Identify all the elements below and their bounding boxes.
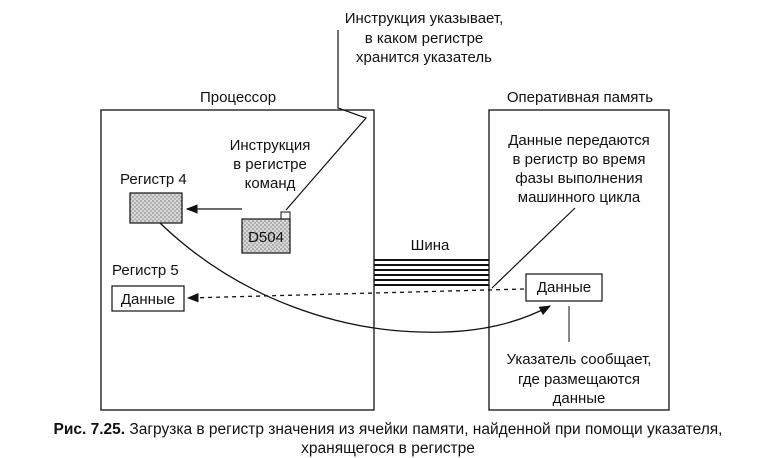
register-4-label: Регистр 4 [120,171,187,188]
memory-note-leader-line [491,207,576,289]
processor-title: Процессор [200,89,276,106]
pointer-note-line-1: Указатель сообщает, [507,351,652,368]
instruction-pointer-leader [285,70,368,211]
bus-lines [374,259,489,286]
instruction-register-box [241,218,291,254]
memory-title: Оперативная память [507,89,653,106]
memory-pointer-diagram: Инструкция указывает, в каком регистре х… [100,10,670,411]
caption-line-2: хранящегося в регистре [301,440,475,457]
data-transfer-dashed-arrow [186,288,525,303]
instruction-code: D504 [248,229,284,246]
memory-note: Данные передаются в регистр во время фаз… [508,132,650,206]
figure-caption: Рис. 7.25. Загрузка в регистр значения и… [0,420,776,458]
memory-note-line-4: машинного цикла [518,189,641,206]
register-4-box [129,192,183,224]
register-5-box [111,285,185,312]
memory-data-cell [525,273,603,302]
top-note-line-2: в каком регистре [365,30,484,47]
memory-note-line-3: фазы выполнения [515,170,642,187]
top-note-line-1: Инструкция указывает, [345,10,504,27]
pointer-note-line-2: где размещаются [518,371,640,388]
instruction-label-line-1: Инструкция [230,137,311,154]
pointer-note-line-3: данные [553,390,606,407]
register-5-label: Регистр 5 [112,262,179,279]
memory-note-line-2: в регистр во время [513,151,646,168]
memory-note-line-1: Данные передаются [508,132,650,149]
register-5-value: Данные [121,291,175,308]
top-note: Инструкция указывает, в каком регистре х… [345,10,504,66]
instruction-label-line-3: команд [245,175,296,192]
top-note-line-3: хранится указатель [356,49,492,66]
pointer-curve-arrow [159,222,552,333]
pointer-note: Указатель сообщает, где размещаются данн… [492,342,666,408]
bus-label: Шина [411,237,450,254]
memory-data-value: Данные [537,279,591,296]
caption-line-1: Рис. 7.25. Загрузка в регистр значения и… [0,420,776,439]
instruction-register-label: Инструкция в регистре команд [230,137,311,192]
caption-text-1: Загрузка в регистр значения из ячейки па… [129,421,723,438]
instruction-register-tab [280,211,291,220]
instruction-label-line-2: в регистре [233,156,307,173]
caption-number: Рис. 7.25. [53,421,126,438]
